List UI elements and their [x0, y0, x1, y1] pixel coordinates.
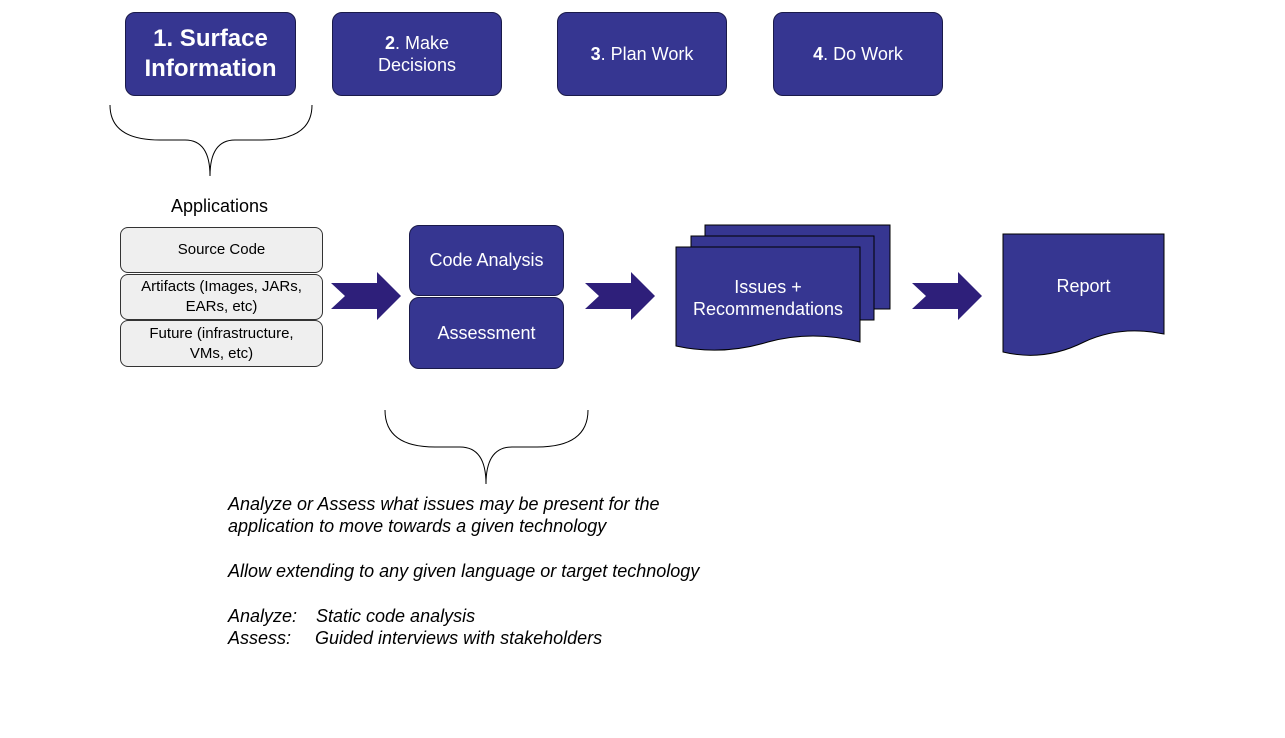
code-analysis-label: Code Analysis: [429, 250, 544, 270]
note-analyze-label: Analyze:: [228, 606, 298, 626]
note-line-2: application to move towards a given tech…: [228, 516, 607, 536]
step-4-number: 4: [813, 44, 824, 64]
source-code-label: Source Code: [177, 241, 266, 258]
future-label: Future (infrastructure, VMs, etc): [149, 324, 294, 362]
step-make-decisions: 2. Make Decisions: [332, 12, 502, 96]
step-3-number: 3: [590, 44, 601, 64]
assessment-box: Assessment: [409, 297, 564, 369]
report-doc: [1002, 233, 1165, 356]
step-1-subtitle: Information: [144, 55, 277, 82]
issues-doc-front: [675, 246, 861, 351]
note-analyze-text: Static code analysis: [316, 606, 476, 626]
step-plan-work: 3. Plan Work: [557, 12, 727, 96]
note-line-1: Analyze or Assess what issues may be pre…: [228, 494, 660, 514]
future-box: Future (infrastructure, VMs, etc): [120, 320, 323, 367]
issues-label: Issues + Recommendations: [692, 277, 844, 319]
report-label: Report: [1056, 276, 1111, 296]
step-2-label: . Make Decisions: [377, 33, 457, 75]
assessment-label: Assessment: [437, 322, 536, 343]
code-analysis-box: Code Analysis: [409, 225, 564, 296]
top-brace: [109, 104, 313, 177]
bottom-brace: [384, 409, 589, 485]
step-1-title: 1. Surface: [153, 25, 268, 52]
arrow-3: [912, 272, 982, 320]
arrow-2: [585, 272, 655, 320]
step-3-label: . Plan Work: [600, 44, 694, 64]
step-do-work: 4. Do Work: [773, 12, 943, 96]
applications-title: Applications: [171, 196, 269, 216]
issues-doc: Issues + Recommendations: [676, 262, 860, 334]
note-line-3: Allow extending to any given language or…: [228, 561, 700, 581]
step-2-number: 2: [384, 33, 395, 53]
source-code-box: Source Code: [120, 227, 323, 273]
report-doc-label-wrap: Report: [1003, 266, 1164, 306]
artifacts-label: Artifacts (Images, JARs, EARs, etc): [141, 278, 302, 315]
note-assess-label: Assess:: [228, 628, 292, 648]
arrow-1: [331, 272, 401, 320]
artifacts-box: Artifacts (Images, JARs, EARs, etc): [120, 274, 323, 320]
note-assess-text: Guided interviews with stakeholders: [315, 628, 603, 648]
step-4-label: . Do Work: [823, 44, 903, 64]
